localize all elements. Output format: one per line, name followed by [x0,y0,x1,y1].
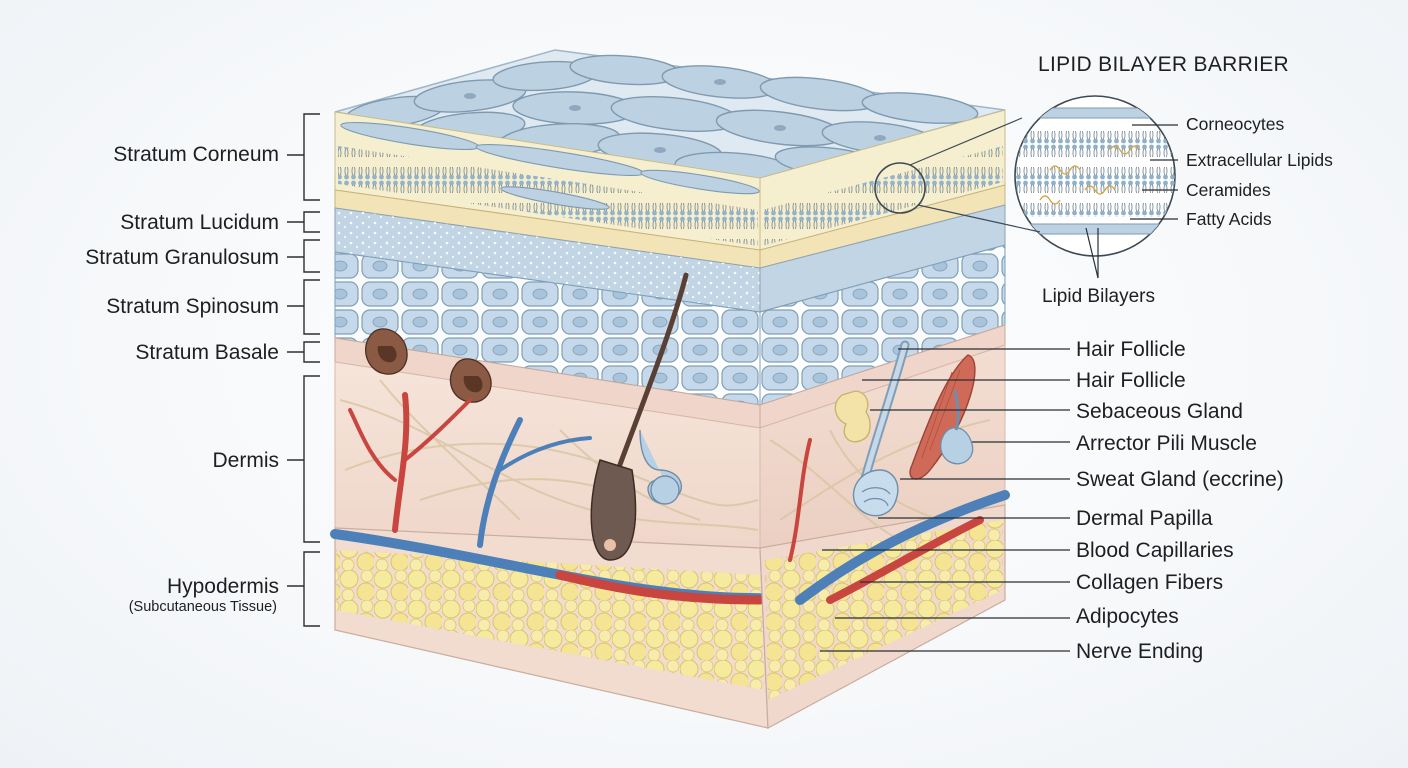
label-extracellular-lipids: Extracellular Lipids [1186,150,1333,170]
label-hypodermis: Hypodermis [166,575,279,598]
sebaceous-gland [834,390,871,443]
label-collagen-fibers: Collagen Fibers [1076,571,1224,594]
label-stratum-spinosum: Stratum Spinosum [106,295,279,318]
label-stratum-lucidum: Stratum Lucidum [120,211,279,234]
label-dermal-papilla: Dermal Papilla [1076,507,1213,530]
label-lipid-bilayers: Lipid Bilayers [1042,286,1155,307]
sweat-gland-left [639,429,683,505]
left-face [330,111,805,729]
label-corneocytes: Corneocytes [1186,114,1285,134]
label-sweat-gland: Sweat Gland (eccrine) [1076,468,1284,491]
layer-brackets [287,113,320,627]
label-adipocytes: Adipocytes [1076,605,1179,628]
inset-title: LIPID BILAYER BARRIER [1038,53,1289,76]
label-dermis: Dermis [212,449,280,472]
label-sebaceous-gland: Sebaceous Gland [1076,400,1243,423]
melanocytes [365,328,492,403]
leader-lines [820,124,1178,652]
label-stratum-corneum: Stratum Corneum [113,143,279,166]
label-hypodermis-sub: (Subcutaneous Tissue) [128,599,277,615]
lipid-bilayer-inset [874,95,1176,257]
hair-shaft [590,272,689,561]
dermal-papilla-gland [940,389,974,465]
label-fatty-acids: Fatty Acids [1186,209,1272,229]
blood-vessels [330,392,805,605]
label-ceramides: Ceramides [1186,180,1271,200]
label-nerve-ending: Nerve Ending [1076,640,1204,663]
right-face [759,109,1010,729]
label-stratum-granulosum: Stratum Granulosum [85,246,279,269]
label-hair-follicle-1: Hair Follicle [1076,338,1186,361]
label-hair-follicle-2: Hair Follicle [1076,369,1186,392]
label-arrector-pili-muscle: Arrector Pili Muscle [1076,432,1257,455]
label-stratum-basale: Stratum Basale [135,341,279,364]
top-surface [334,49,1006,185]
sweat-gland-eccrine [852,469,899,517]
label-blood-capillaries: Blood Capillaries [1076,539,1234,562]
